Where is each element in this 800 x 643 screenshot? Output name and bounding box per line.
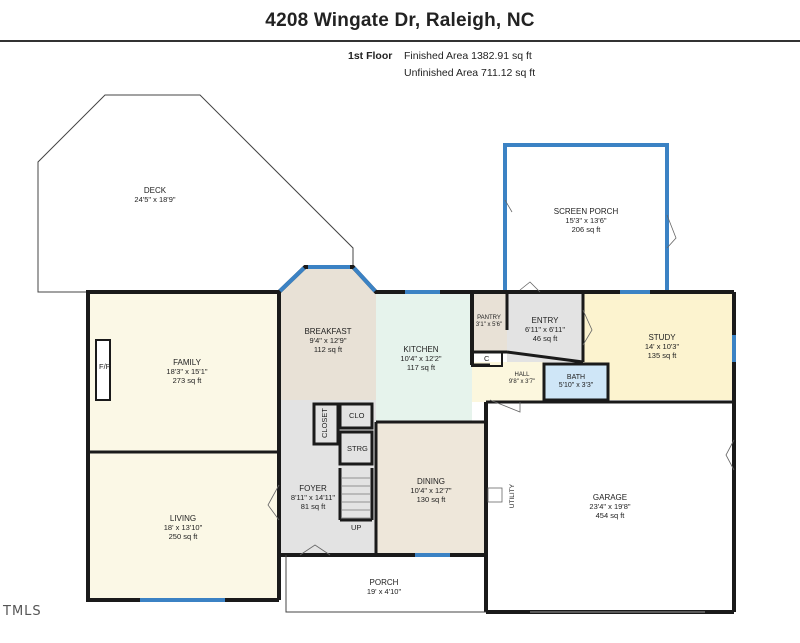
room-screen-porch: SCREEN PORCH 15'3" x 13'6" 206 sq ft	[553, 207, 619, 234]
deck-outline	[37, 94, 354, 293]
screen-porch-wall	[503, 143, 669, 290]
storage-label: STRG	[347, 444, 368, 453]
foyer-fill	[279, 400, 376, 555]
room-pantry: PANTRY 3'1" x 5'6"	[475, 315, 503, 328]
room-study: STUDY 14' x 10'3" 135 sq ft	[644, 333, 680, 360]
screen-porch-door-right	[666, 214, 677, 249]
closet-label: CLOSET	[320, 408, 329, 439]
windows	[140, 265, 736, 602]
room-hall: HALL 9'8" x 3'7"	[508, 372, 536, 385]
title-divider	[0, 40, 800, 42]
door-swings	[267, 281, 735, 556]
room-foyer: FOYER 8'11" x 14'11" 81 sq ft	[290, 484, 336, 511]
pantry-fill	[472, 292, 507, 352]
room-garage: GARAGE 23'4" x 19'8" 454 sq ft	[589, 493, 631, 520]
stairs-up-label: UP	[351, 523, 362, 532]
utility-label: UTILITY	[509, 484, 516, 509]
room-entry: ENTRY 6'11" x 6'11" 46 sq ft	[524, 316, 566, 343]
plan-title: 4208 Wingate Dr, Raleigh, NC	[265, 10, 535, 31]
dining-fill	[376, 422, 486, 555]
porch-outline	[285, 555, 486, 613]
fireplace-label: F/P	[99, 362, 111, 371]
clo-label: CLO	[349, 411, 365, 420]
room-kitchen: KITCHEN 10'4" x 12'2" 117 sq ft	[400, 345, 442, 372]
room-breakfast: BREAKFAST 9'4" x 12'9" 112 sq ft	[304, 327, 352, 354]
fireplace	[95, 339, 111, 401]
stairs	[342, 477, 370, 519]
breakfast-fill	[279, 267, 376, 400]
finished-area: Finished Area 1382.91 sq ft	[404, 50, 532, 62]
unfinished-area: Unfinished Area 711.12 sq ft	[404, 67, 536, 79]
room-family: FAMILY 18'3" x 15'1" 273 sq ft	[166, 358, 208, 385]
room-living: LIVING 18' x 13'10" 250 sq ft	[163, 514, 203, 541]
bath-fill	[544, 364, 608, 400]
room-deck: DECK 24'5" x 18'9"	[134, 186, 176, 204]
closet-c-label: C	[484, 354, 490, 363]
room-porch: PORCH 19' x 4'10"	[366, 578, 402, 596]
interior-walls	[88, 292, 734, 555]
mls-logo: TMLS	[3, 604, 42, 619]
hall-fill	[472, 362, 544, 402]
room-bath: BATH 5'10" x 3'3"	[558, 374, 594, 389]
room-dining: DINING 10'4" x 12'7" 130 sq ft	[410, 477, 452, 504]
family-fill	[88, 292, 279, 452]
floor-label: 1st Floor	[348, 50, 393, 62]
kitchen-fill	[376, 292, 472, 422]
screen-porch-door-left	[504, 199, 513, 213]
living-fill	[88, 452, 279, 600]
entry-fill	[507, 292, 583, 362]
